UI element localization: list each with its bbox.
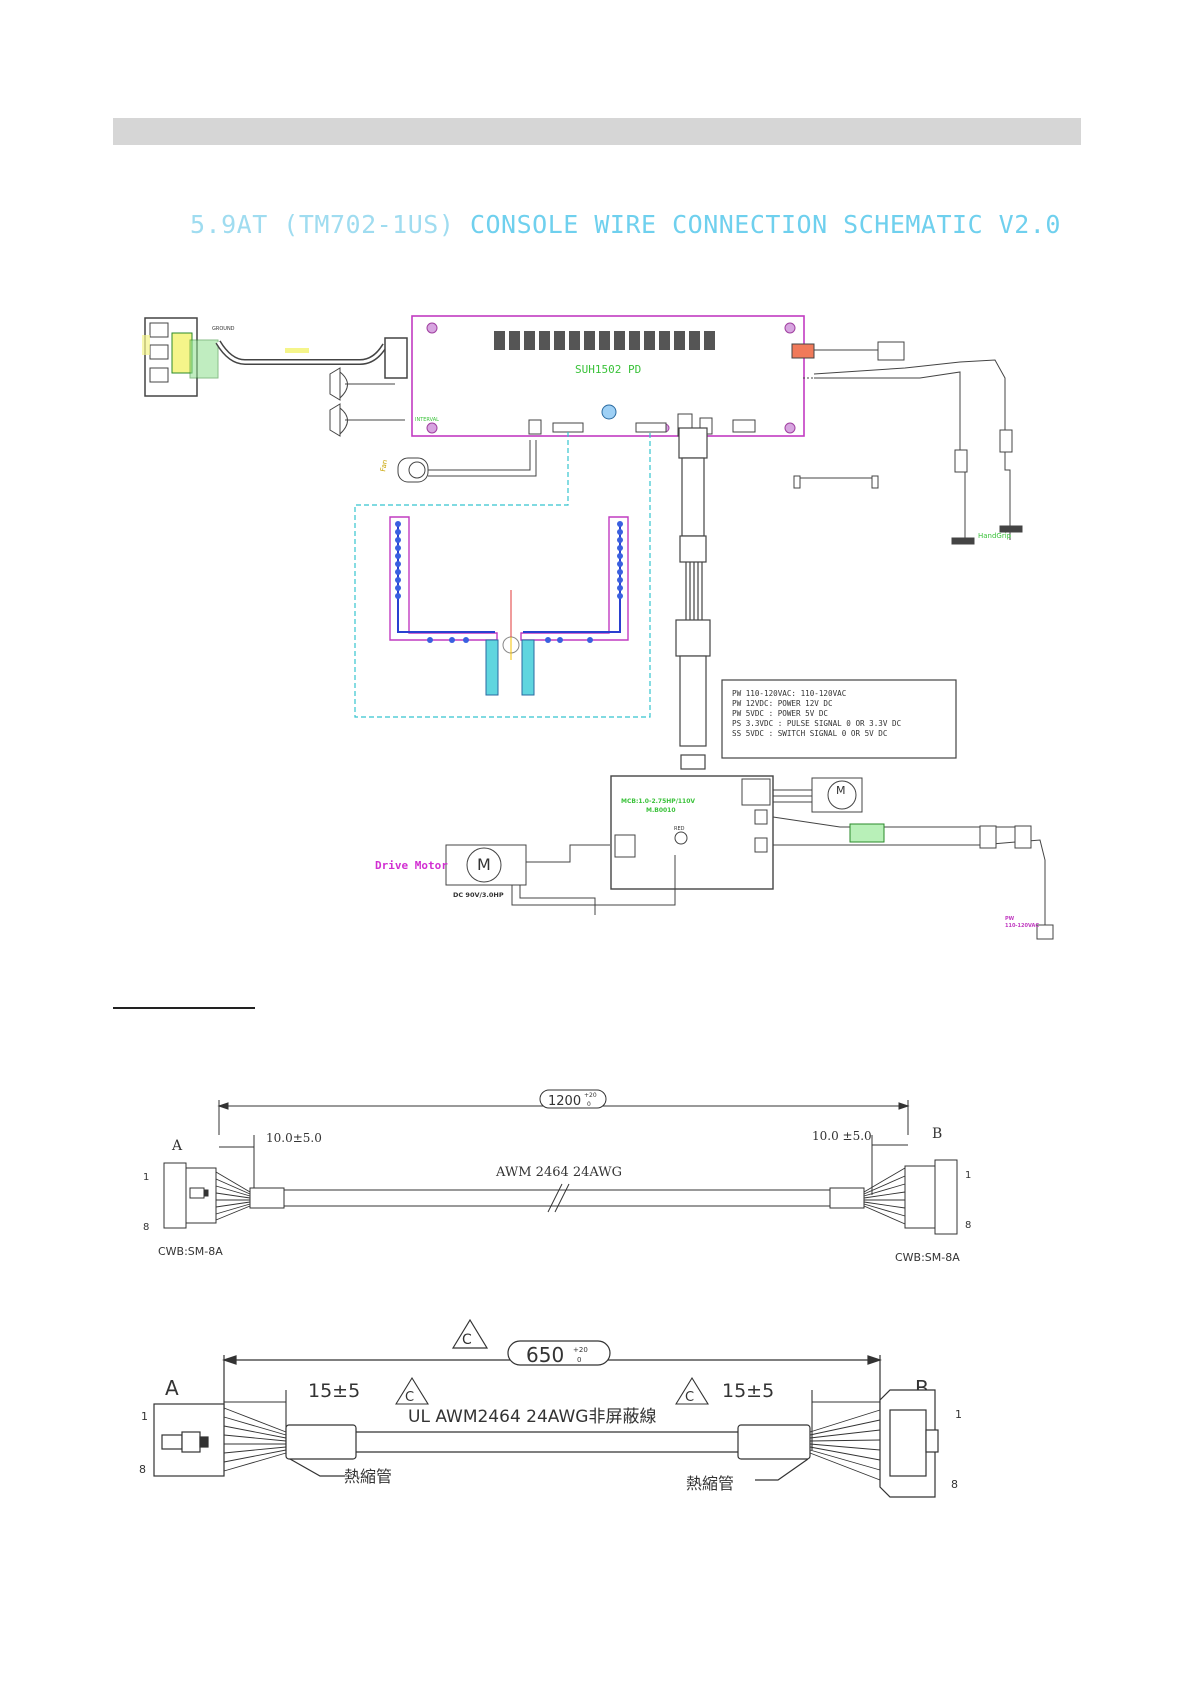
legend-row: SS 5VDC : SWITCH SIGNAL 0 OR 5V DC [732,729,887,738]
mcb-sub-label: M.B0010 [646,807,676,814]
buzzer [601,404,617,420]
led-display [494,331,715,350]
length-tol-minus: 0 [587,1101,591,1108]
connector-a [163,1162,217,1229]
ground-label: GROUND [212,326,235,332]
strip-dimension-a-2 [224,1376,429,1450]
length-value: 1200 [548,1094,581,1109]
title-model: 5.9AT (TM702-1US) [190,210,455,239]
power-spec-label: 110-120VAC [1005,923,1039,929]
connector-a-2 [153,1403,225,1477]
wire-label: AWM 2464 24AWG [495,1165,622,1180]
legend-row: PW 5VDC : POWER 5V DC [732,709,828,718]
power-label: PW [1005,916,1015,922]
drive-motor [445,844,676,915]
length-tol-plus-2: +20 [573,1346,588,1354]
end-b-label-2: B [915,1376,929,1400]
strip-b-label-2: 15±5 [722,1380,774,1402]
speaker-1 [329,367,395,401]
incline-motor: M [773,777,863,813]
drive-motor-label: Drive Motor [375,859,448,872]
wire-schematic: SUH1502 PD GROUND INTERVAL Fan [142,315,1054,940]
u-frame-board [389,516,629,696]
title-text: CONSOLE WIRE CONNECTION SCHEMATIC V2.0 [469,210,1061,239]
speaker-2 [329,403,405,437]
handgrip-label: HandGrip [978,532,1012,540]
pin-1-b-2: 1 [955,1408,962,1421]
cert-mark-b: C [685,1390,694,1405]
motor-spec-label: DC 90V/3.0HP [453,891,504,899]
wires-fan-b-2 [809,1409,881,1481]
interval-label: INTERVAL [415,417,439,423]
legend-rows: PW 110-120VAC: 110-120VAC PW 12VDC: POWE… [732,689,901,738]
strip-b-label: 10.0 ±5.0 [812,1129,872,1143]
end-b-label: B [932,1126,942,1142]
header-bar [113,118,1081,145]
main-harness [675,427,711,770]
red-label: RED [674,826,685,832]
board-mount-holes [426,322,796,434]
mcb-connectors [614,778,771,858]
legend-row: PS 3.3VDC : PULSE SIGNAL 0 OR 3.3V DC [732,719,901,728]
length-tol-plus: +20 [584,1092,597,1099]
power-cord [772,816,1054,940]
dimension-line-length-2 [222,1318,882,1410]
key-switch-panel [142,317,219,397]
dimension-line-length [217,1089,910,1135]
handgrip-cable [803,341,1023,545]
cert-mark-a: C [405,1390,414,1405]
board-label: SUH1502 PD [575,363,641,376]
strip-a-label-2: 15±5 [308,1380,360,1402]
cable-body [249,1183,865,1213]
wires-fan-a-2 [223,1407,287,1472]
strip-dimension-b-2 [675,1376,880,1450]
end-a-label-2: A [165,1376,179,1400]
legend-row: PW 110-120VAC: 110-120VAC [732,689,846,698]
schematic-title: 5.9AT (TM702-1US) CONSOLE WIRE CONNECTIO… [190,210,1061,239]
svg-text:M: M [836,784,846,797]
pin-8-a: 8 [143,1222,149,1233]
legend-row: PW 12VDC: POWER 12V DC [732,699,833,708]
safety-key-harness [354,432,651,718]
cable-body-2 [285,1424,811,1481]
cert-mark: C [462,1332,472,1348]
sleeve-a-label: 熱縮管 [344,1467,392,1486]
connector-b-2 [879,1389,939,1498]
board-connectors [528,343,815,437]
audio-cable [793,475,879,489]
u-frame-buttons [395,521,623,643]
wire-label-2: UL AWM2464 24AWG非屏蔽線 [408,1407,656,1427]
motor-symbol: M [477,855,491,874]
end-a-label: A [171,1138,183,1154]
strip-dimension-a [219,1135,255,1195]
length-tol-minus-2: 0 [577,1356,581,1364]
wires-fan-b [863,1167,906,1225]
pin-1-a-2: 1 [141,1410,148,1423]
fan [397,440,537,483]
conn-a-label: CWB:SM-8A [158,1245,223,1258]
strip-dimension-b [871,1135,908,1195]
connector-b [904,1159,958,1235]
wires-fan-a [215,1171,251,1221]
conn-b-label: CWB:SM-8A [895,1251,960,1264]
pin-8-b: 8 [965,1220,971,1231]
pin-8-a-2: 8 [139,1463,146,1476]
pin-8-b-2: 8 [951,1478,958,1491]
pin-1-b: 1 [965,1170,971,1181]
strip-a-label: 10.0±5.0 [266,1131,322,1145]
ribbon-cable [215,337,408,379]
pin-1-a: 1 [143,1172,149,1183]
mcb-label: MCB:1.0-2.75HP/110V [621,798,695,805]
sleeve-b-label: 熱縮管 [686,1474,734,1493]
section-rule [113,1007,255,1009]
fan-label: Fan [379,459,389,472]
length-value-2: 650 [526,1343,564,1367]
legend-box [721,679,957,759]
